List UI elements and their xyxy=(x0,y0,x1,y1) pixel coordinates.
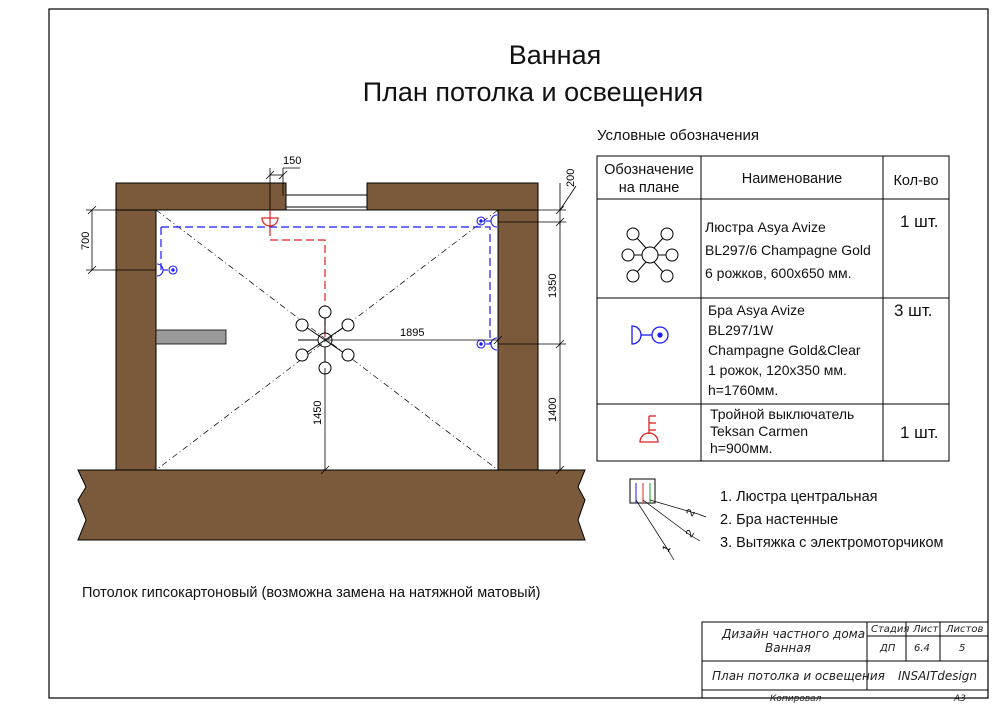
stamp-copied: Копировал xyxy=(770,694,822,704)
dimension-lines xyxy=(86,167,577,475)
floor-plan: 150 200 700 1350 1895 1450 1400 xyxy=(77,155,586,541)
legend-row-2-line-3: Champagne Gold&Clear xyxy=(708,342,861,358)
legend-header-name: Наименование xyxy=(741,171,843,187)
wall-sconce-top-right xyxy=(476,214,498,228)
switch-symbol-plan xyxy=(261,210,279,227)
triple-switch-icon xyxy=(639,415,659,443)
stamp-stage: ДП xyxy=(880,643,896,654)
dim-1400: 1400 xyxy=(547,398,559,422)
legend-row-chandelier-name: Люстра Asya Avize BL297/6 Champagne Gold… xyxy=(705,216,883,285)
chandelier-wiring xyxy=(269,228,326,340)
stamp-sheet-title: План потолка и освещения xyxy=(712,669,885,683)
switch-group-3: 3. Вытяжка с электромоторчиком xyxy=(720,535,944,551)
stamp-col-sheet: Лист xyxy=(913,624,939,635)
window-opening xyxy=(285,194,368,208)
dim-700: 700 xyxy=(80,232,92,250)
wall-sconce-icon xyxy=(631,325,669,345)
legend-row-2-line-1: Бра Asya Avize xyxy=(708,302,805,318)
legend-table-grid xyxy=(596,155,950,462)
legend-row-2-line-2: BL297/1W xyxy=(708,322,774,338)
legend-row-chandelier-qty: 1 шт. xyxy=(900,212,939,231)
dim-200: 200 xyxy=(565,169,577,187)
legend-header-symbol-line1: Обозначение xyxy=(604,162,694,178)
legend-row-2-line-4: 1 рожок, 120х350 мм. xyxy=(708,362,847,378)
page-subtitle: План потолка и освещения xyxy=(362,77,704,107)
stamp-sheets: 5 xyxy=(959,643,966,654)
wall-sconce-right xyxy=(476,337,498,351)
legend-row-sconce-qty: 3 шт. xyxy=(894,301,933,320)
legend-row-1-line-2: BL297/6 Champagne Gold xyxy=(705,242,871,258)
stamp-room: Ванная xyxy=(765,641,811,655)
switch-group-1: 1. Люстра центральная xyxy=(720,489,878,505)
legend-header-qty: Кол-во xyxy=(893,173,939,189)
shelf xyxy=(155,329,227,345)
callout-2a: 2 xyxy=(684,528,697,540)
stamp-project: Дизайн частного дома xyxy=(722,627,866,641)
dim-1450: 1450 xyxy=(312,401,324,425)
switch-group-2: 2. Бра настенные xyxy=(720,512,839,528)
legend-row-switch-name: Тройной выключатель Teksan Carmen h=900м… xyxy=(710,406,883,457)
legend-row-3-line-1: Тройной выключатель xyxy=(710,406,855,422)
stamp-col-sheets: Листов xyxy=(946,624,984,635)
legend-row-3-line-3: h=900мм. xyxy=(710,440,773,456)
legend-row-3-line-2: Teksan Carmen xyxy=(710,423,809,439)
stamp-sheet: 6.4 xyxy=(914,643,930,654)
dim-150: 150 xyxy=(283,155,301,167)
stamp-company: INSAITdesign xyxy=(898,669,978,683)
legend-row-2-line-5: h=1760мм. xyxy=(708,382,779,398)
sheet-frame xyxy=(48,8,989,699)
legend-title: Условные обозначения xyxy=(597,127,760,144)
switch-groups-diagram xyxy=(629,478,707,561)
legend-row-1-line-3: 6 рожков, 600х650 мм. xyxy=(705,265,852,281)
wall-sconce-left xyxy=(156,263,178,277)
dim-1895: 1895 xyxy=(400,327,424,339)
callout-2b: 2 xyxy=(684,507,697,518)
stamp-format: А3 xyxy=(954,694,966,704)
ceiling-note: Потолок гипсокартоновый (возможна замена… xyxy=(82,585,541,601)
legend-header-symbol-line2: на плане xyxy=(618,180,680,196)
title-block xyxy=(701,621,989,699)
legend-row-sconce-name: Бра Asya Avize BL297/1W Champagne Gold&C… xyxy=(708,300,883,400)
chandelier-icon xyxy=(621,227,679,283)
dim-1350: 1350 xyxy=(547,274,559,298)
stamp-col-stage: Стадия xyxy=(871,624,910,635)
sconce-wiring xyxy=(160,226,491,344)
page-title: Ванная xyxy=(508,40,602,70)
legend-row-1-line-1: Люстра Asya Avize xyxy=(705,219,826,235)
legend-row-switch-qty: 1 шт. xyxy=(900,423,939,442)
callout-1: 1 xyxy=(660,543,673,554)
walls xyxy=(77,182,586,541)
switch-groups-list: 1. Люстра центральная 2. Бра настенные 3… xyxy=(720,486,944,555)
legend-header-symbol: Обозначение на плане xyxy=(597,161,701,197)
